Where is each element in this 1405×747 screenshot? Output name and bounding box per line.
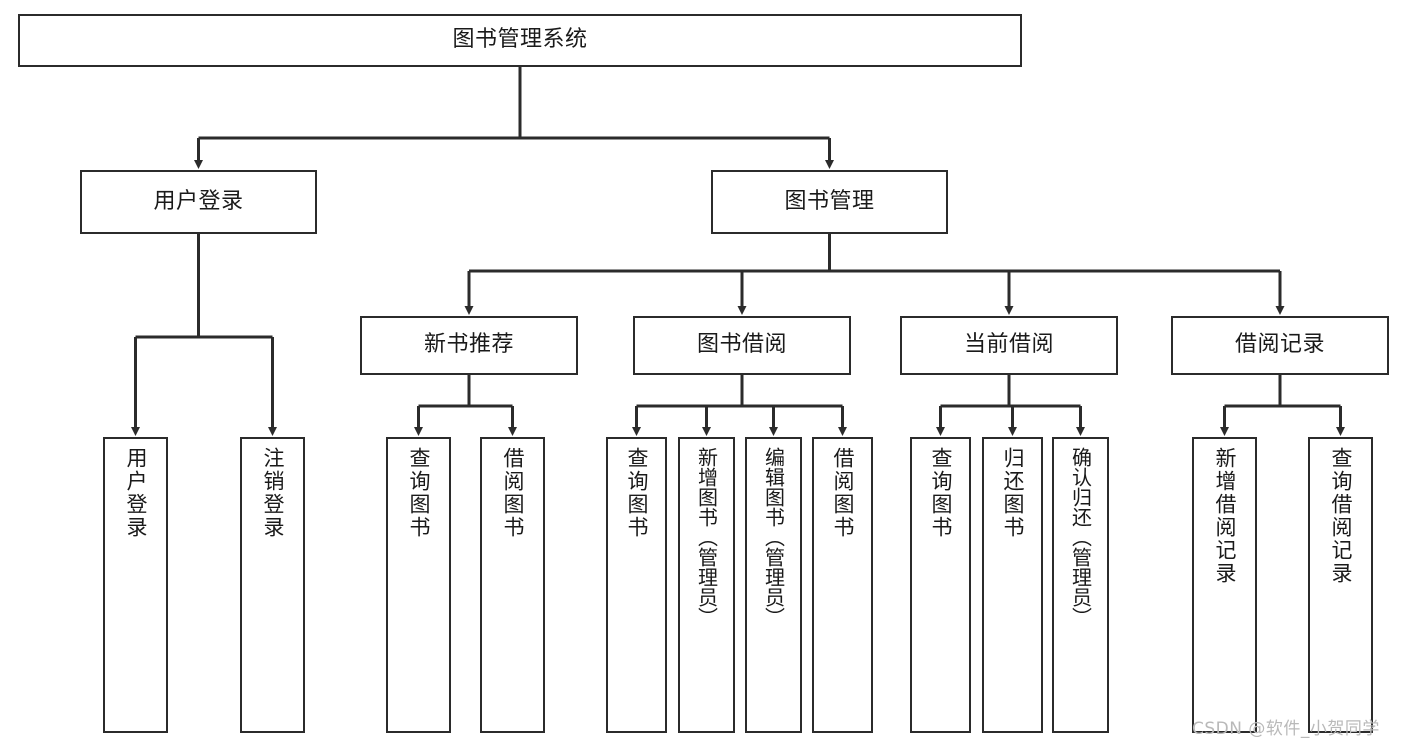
node-leaf-new-query[interactable]: 查询图书	[386, 437, 451, 733]
node-label-login: 用户登录	[153, 188, 244, 214]
node-label-leaf-cur-return: 归还图书	[1001, 447, 1025, 539]
node-leaf-user-logout[interactable]: 注销登录	[240, 437, 305, 733]
node-label-leaf-new-borrow: 借阅图书	[501, 447, 525, 539]
node-label-borrow: 图书借阅	[696, 332, 787, 358]
node-root[interactable]: 图书管理系统	[18, 14, 1022, 67]
node-leaf-bor-query[interactable]: 查询图书	[606, 437, 667, 733]
node-label-leaf-user-login: 用户登录	[124, 447, 148, 539]
node-label-records: 借阅记录	[1234, 332, 1325, 358]
node-newbook[interactable]: 新书推荐	[360, 316, 578, 375]
node-label-leaf-cur-query: 查询图书	[929, 447, 953, 539]
node-bookmgmt[interactable]: 图书管理	[711, 170, 948, 234]
csdn-watermark: CSDN @软件_小贺同学	[1192, 719, 1380, 739]
node-label-root: 图书管理系统	[452, 27, 588, 53]
node-current[interactable]: 当前借阅	[900, 316, 1118, 375]
node-label-current: 当前借阅	[963, 332, 1054, 358]
node-borrow[interactable]: 图书借阅	[633, 316, 851, 375]
node-leaf-cur-return[interactable]: 归还图书	[982, 437, 1043, 733]
node-leaf-user-login[interactable]: 用户登录	[103, 437, 168, 733]
node-label-leaf-bor-lend: 借阅图书	[831, 447, 855, 539]
node-label-leaf-new-query: 查询图书	[407, 447, 431, 539]
node-leaf-rec-add[interactable]: 新增借阅记录	[1192, 437, 1257, 733]
node-label-leaf-bor-query: 查询图书	[625, 447, 649, 539]
node-leaf-bor-lend[interactable]: 借阅图书	[812, 437, 873, 733]
node-label-leaf-bor-add: 新增图书（管理员）	[694, 447, 719, 627]
node-leaf-bor-add[interactable]: 新增图书（管理员）	[678, 437, 735, 733]
node-label-leaf-rec-add: 新增借阅记录	[1213, 447, 1237, 585]
node-label-leaf-user-logout: 注销登录	[261, 447, 285, 539]
node-records[interactable]: 借阅记录	[1171, 316, 1389, 375]
node-login[interactable]: 用户登录	[80, 170, 317, 234]
node-label-bookmgmt: 图书管理	[784, 188, 875, 214]
node-leaf-new-borrow[interactable]: 借阅图书	[480, 437, 545, 733]
node-label-leaf-bor-edit: 编辑图书（管理员）	[761, 447, 786, 627]
node-label-leaf-cur-confirm: 确认归还（管理员）	[1068, 447, 1093, 627]
node-leaf-rec-query[interactable]: 查询借阅记录	[1308, 437, 1373, 733]
node-leaf-cur-confirm[interactable]: 确认归还（管理员）	[1052, 437, 1109, 733]
node-leaf-bor-edit[interactable]: 编辑图书（管理员）	[745, 437, 802, 733]
node-leaf-cur-query[interactable]: 查询图书	[910, 437, 971, 733]
node-label-leaf-rec-query: 查询借阅记录	[1329, 447, 1353, 585]
node-label-newbook: 新书推荐	[423, 332, 514, 358]
